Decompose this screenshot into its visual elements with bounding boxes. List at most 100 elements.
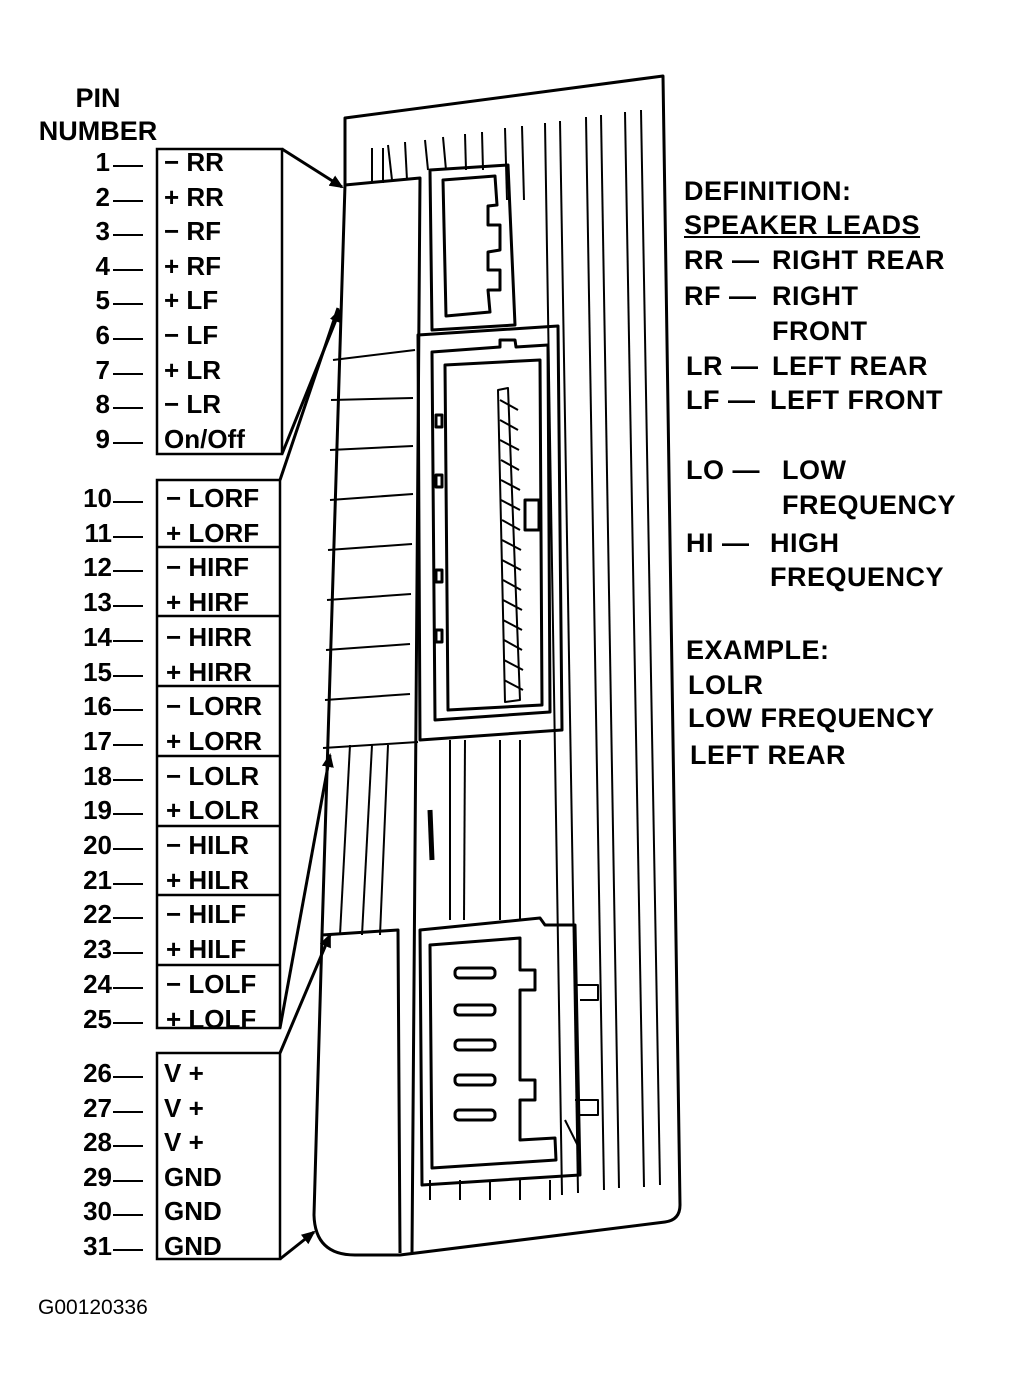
pin-leader-dash <box>113 1076 143 1078</box>
pin-leader-dash <box>113 1110 143 1113</box>
pin-number: 28 <box>83 1127 112 1158</box>
pin-leader-dash <box>113 268 143 271</box>
pin-leader-dash <box>113 338 143 340</box>
example-code: LOLR <box>688 670 764 700</box>
definition-subtitle: SPEAKER LEADS <box>684 210 921 240</box>
pin-label: + RF <box>164 250 222 281</box>
pin-leader-dash <box>113 986 143 989</box>
def-hi-text2: FREQUENCY <box>770 562 945 592</box>
pin-number: 14 <box>83 621 112 652</box>
example-line1: LOW FREQUENCY <box>688 703 935 733</box>
pin-number: 18 <box>83 760 112 791</box>
definition-title: DEFINITION: <box>684 176 852 206</box>
pin-group-box-1-9 <box>155 147 284 456</box>
pin-label: + LORR <box>166 725 263 756</box>
pin-leader-dash <box>113 639 143 642</box>
pin-leader-dash <box>113 709 143 712</box>
pin-label: + HILR <box>166 864 250 895</box>
pin-leader-dash <box>113 813 143 816</box>
pin-label: − RF <box>164 216 222 247</box>
pin-number: 3 <box>95 216 110 247</box>
pin-label: + LORF <box>166 517 260 548</box>
def-rr-abbr: RR — <box>684 245 760 275</box>
pin-number-header: PIN NUMBER <box>38 82 158 148</box>
pin-leader-dash <box>113 407 143 410</box>
pin-number: 7 <box>95 354 110 385</box>
pin-label: − LORR <box>166 691 263 722</box>
pin-label: − LOLR <box>166 760 260 791</box>
def-rf-text1: RIGHT <box>772 281 859 311</box>
pin-leader-dash <box>113 743 143 746</box>
def-rf-text2: FRONT <box>772 316 868 346</box>
pin-leader-dash <box>113 848 143 850</box>
def-lf-text: LEFT FRONT <box>770 385 943 415</box>
pin-number: 19 <box>83 795 112 826</box>
pin-label: − LF <box>164 320 219 350</box>
pin-label: − LOLF <box>166 968 257 999</box>
pin-label: + HILF <box>166 934 247 965</box>
pin-leader-dash <box>113 674 143 677</box>
pin-leader-dash <box>113 570 143 573</box>
pin-label: + HIRF <box>166 587 250 618</box>
pin-number: 6 <box>95 320 110 350</box>
pin-leader-dash <box>113 501 143 503</box>
pin-leader-dash <box>113 952 143 955</box>
def-lr-text: LEFT REAR <box>772 351 928 381</box>
pin-label: − HIRF <box>166 552 250 583</box>
pin-label: − HILR <box>166 830 250 860</box>
radio-connector <box>312 74 682 1257</box>
pin-leader-dash <box>113 199 143 202</box>
pin-number: 11 <box>84 517 113 548</box>
pin-number: 15 <box>83 656 112 687</box>
pin-leader-dash <box>113 1214 143 1217</box>
pin-number: 9 <box>95 423 110 454</box>
pin-number: 10 <box>83 483 112 513</box>
pin-label: V + <box>164 1127 204 1158</box>
pin-number: 22 <box>83 899 112 930</box>
def-hi-abbr: HI — <box>686 528 750 558</box>
pin-number: 4 <box>95 250 110 281</box>
pin-leader-dash <box>113 882 143 885</box>
pin-leader-dash <box>113 372 143 375</box>
pin-number: 31 <box>83 1231 112 1261</box>
def-lo-abbr: LO — <box>686 455 760 485</box>
example-line2: LEFT REAR <box>690 740 846 770</box>
pin-group-box-26-31 <box>155 1051 282 1261</box>
pin-number: 13 <box>83 587 112 618</box>
pin-header-line1: PIN <box>75 83 121 113</box>
pin-label: + LR <box>164 354 222 385</box>
pin-label: V + <box>164 1058 204 1088</box>
pin-number: 24 <box>83 968 112 999</box>
pin-label: V + <box>164 1092 204 1123</box>
pin-label: + LOLR <box>166 795 260 826</box>
figure-id: G00120336 <box>38 1296 148 1319</box>
pin-number: 23 <box>83 934 112 965</box>
pin-number: 29 <box>83 1161 112 1192</box>
pin-label: − RR <box>164 147 224 177</box>
pin-number: 1 <box>95 147 110 177</box>
pin-label: + RR <box>164 181 224 212</box>
pin-number: 12 <box>83 552 112 583</box>
pin-number: 16 <box>83 691 112 722</box>
pin-label: On/Off <box>164 423 245 454</box>
def-lr-abbr: LR — <box>686 351 759 381</box>
pin-label: GND <box>164 1231 222 1261</box>
pin-label: GND <box>164 1196 222 1227</box>
def-rf-abbr: RF — <box>684 281 757 311</box>
def-lo-text2: FREQUENCY <box>782 490 957 520</box>
pin-leader-dash <box>113 1021 143 1024</box>
pin-label: GND <box>164 1161 222 1192</box>
example-title: EXAMPLE: <box>686 635 830 665</box>
pin-header-line2: NUMBER <box>38 116 158 146</box>
pin-leader-dash <box>113 535 143 538</box>
pin-number: 5 <box>95 285 110 316</box>
pin-leader-dash <box>113 1249 143 1251</box>
pin-leader-dash <box>113 234 143 237</box>
pin-number: 30 <box>83 1196 112 1227</box>
pin-number: 25 <box>83 1003 112 1034</box>
pin-number: 27 <box>83 1092 112 1123</box>
pin-number: 2 <box>95 181 110 212</box>
def-hi-text1: HIGH <box>770 528 840 558</box>
pin-label: − LORF <box>166 483 260 513</box>
pin-label: − LR <box>164 389 222 420</box>
